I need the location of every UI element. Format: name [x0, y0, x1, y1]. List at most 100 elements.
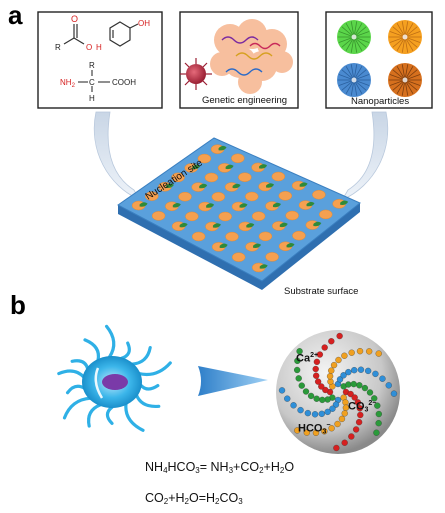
polymer-bead: [336, 332, 343, 340]
hco3-text: HCO: [298, 422, 323, 435]
nanoparticle-spoke: [404, 31, 421, 38]
eq1-p3: 3: [195, 466, 200, 475]
polymer-bead: [351, 367, 358, 374]
polymer-bead: [374, 402, 381, 409]
nanoparticle-spoke: [404, 64, 409, 81]
eq2-p0: CO: [145, 491, 164, 505]
amino-acid-amine-sub: 2: [72, 83, 76, 89]
polymer-bead: [295, 375, 302, 382]
nucleation-site: [171, 172, 185, 183]
nanoparticle-spoke: [341, 69, 355, 81]
polymer-bead: [341, 352, 348, 359]
amino-acid-structure: [78, 70, 110, 92]
nanoparticle-spoke: [345, 79, 355, 95]
polymer-bead: [278, 387, 286, 394]
nucleation-site: [197, 153, 212, 164]
nucleation-site-crystal: [246, 223, 255, 228]
nanoparticle-spoke: [401, 79, 406, 96]
nucleation-site: [265, 252, 279, 262]
nucleation-site-crystal: [218, 145, 227, 151]
substrate-side: [118, 203, 360, 290]
left-swoosh-arrow: [93, 111, 141, 201]
cell-pseudopod: [57, 369, 87, 380]
nanoparticle-spoke: [353, 26, 367, 38]
cell-pseudopod: [105, 405, 114, 425]
eq2-p4: O=H: [188, 491, 216, 505]
polymer-bead: [356, 405, 363, 412]
nanoparticle-spoke: [353, 36, 358, 53]
nucleation-site-crystal: [199, 183, 208, 189]
process-arrow: [198, 366, 268, 396]
cell-pseudopod: [104, 324, 116, 359]
nucleation-site-crystal: [313, 221, 322, 227]
nanoparticle-spoke: [338, 36, 355, 43]
polymer-bead: [321, 344, 328, 351]
polymer-bead: [324, 408, 331, 416]
polymer-bead: [312, 429, 320, 436]
polymer-bead: [335, 356, 342, 364]
polymer-bead: [364, 367, 372, 375]
right-swoosh-arrow: [341, 111, 389, 201]
nucleation-site: [144, 191, 159, 201]
panel-a-letter: a: [8, 0, 23, 30]
acid-carbonyl-oxygen: O: [71, 14, 78, 24]
nucleation-site: [285, 210, 299, 221]
eq1-p7: 2: [259, 466, 264, 475]
co3-sub: 3: [364, 406, 369, 414]
nanoparticle-spoke: [353, 79, 363, 95]
nanoparticle-spoke: [392, 69, 406, 81]
nanoparticle-core: [351, 34, 357, 40]
acid-hydroxyl-oxygen: O: [86, 43, 92, 52]
nanoparticle-spoke: [396, 65, 406, 81]
genetic-engineering-label: Genetic engineering: [202, 95, 287, 106]
eq2-p3: 2: [184, 497, 189, 506]
acid-hydrogen: H: [96, 43, 102, 52]
polymer-bead: [345, 381, 352, 388]
nanoparticle-core: [351, 77, 357, 83]
nanoparticle-spoke: [389, 74, 406, 81]
polymer-bead: [304, 409, 312, 417]
eq1-p10: O: [284, 460, 295, 474]
nucleation-site: [178, 191, 192, 202]
nucleation-site-crystal: [272, 202, 281, 208]
chemistry-box: O R O H OH R C COOH H NH2: [37, 11, 163, 109]
polymer-bead: [375, 420, 382, 427]
polymer-bead: [328, 338, 335, 345]
nanoparticle-spoke: [338, 74, 355, 81]
nanoparticle-spoke: [353, 36, 367, 48]
polymer-bead: [311, 411, 319, 418]
polymer-bead: [326, 373, 334, 380]
polymer-bead: [296, 348, 303, 355]
co3-text: CO: [348, 400, 365, 413]
nanoparticle-spoke: [392, 36, 406, 48]
nanoparticle-spoke: [353, 64, 358, 81]
polymer-bead: [356, 348, 364, 355]
nucleation-site-crystal: [279, 222, 288, 228]
cell-pseudopod: [136, 361, 172, 377]
polymer-bead: [328, 425, 335, 432]
nanoparticle-spoke: [350, 79, 355, 96]
polymer-bead: [354, 399, 362, 406]
nanoparticle-spoke: [404, 21, 409, 38]
eq2-p7: 3: [238, 497, 243, 506]
nanoparticle-spoke: [401, 36, 406, 53]
nucleation-site-crystal: [306, 201, 315, 207]
nanoparticle-spoke: [353, 21, 358, 38]
nucleation-site-crystal: [212, 223, 221, 228]
nanoparticle-spoke: [401, 21, 406, 38]
eq1-p1: 4: [163, 466, 168, 475]
nucleation-site-crystal: [299, 182, 308, 187]
eq2-p1: 2: [163, 497, 169, 506]
nucleation-site-crystal: [232, 183, 241, 189]
nanoparticle-spoke: [404, 79, 414, 95]
nanoparticle-spoke: [341, 36, 355, 48]
polymer-bead: [330, 361, 338, 369]
substrate: [117, 137, 361, 290]
polymer-bead: [334, 420, 341, 428]
nucleation-site: [225, 231, 239, 242]
amino-acid-carboxyl: COOH: [112, 78, 136, 87]
polymer-bead: [318, 410, 325, 417]
nanoparticle-spoke: [353, 74, 370, 81]
eq2-p5: 2: [215, 497, 220, 506]
cell-pseudopod: [65, 384, 87, 395]
